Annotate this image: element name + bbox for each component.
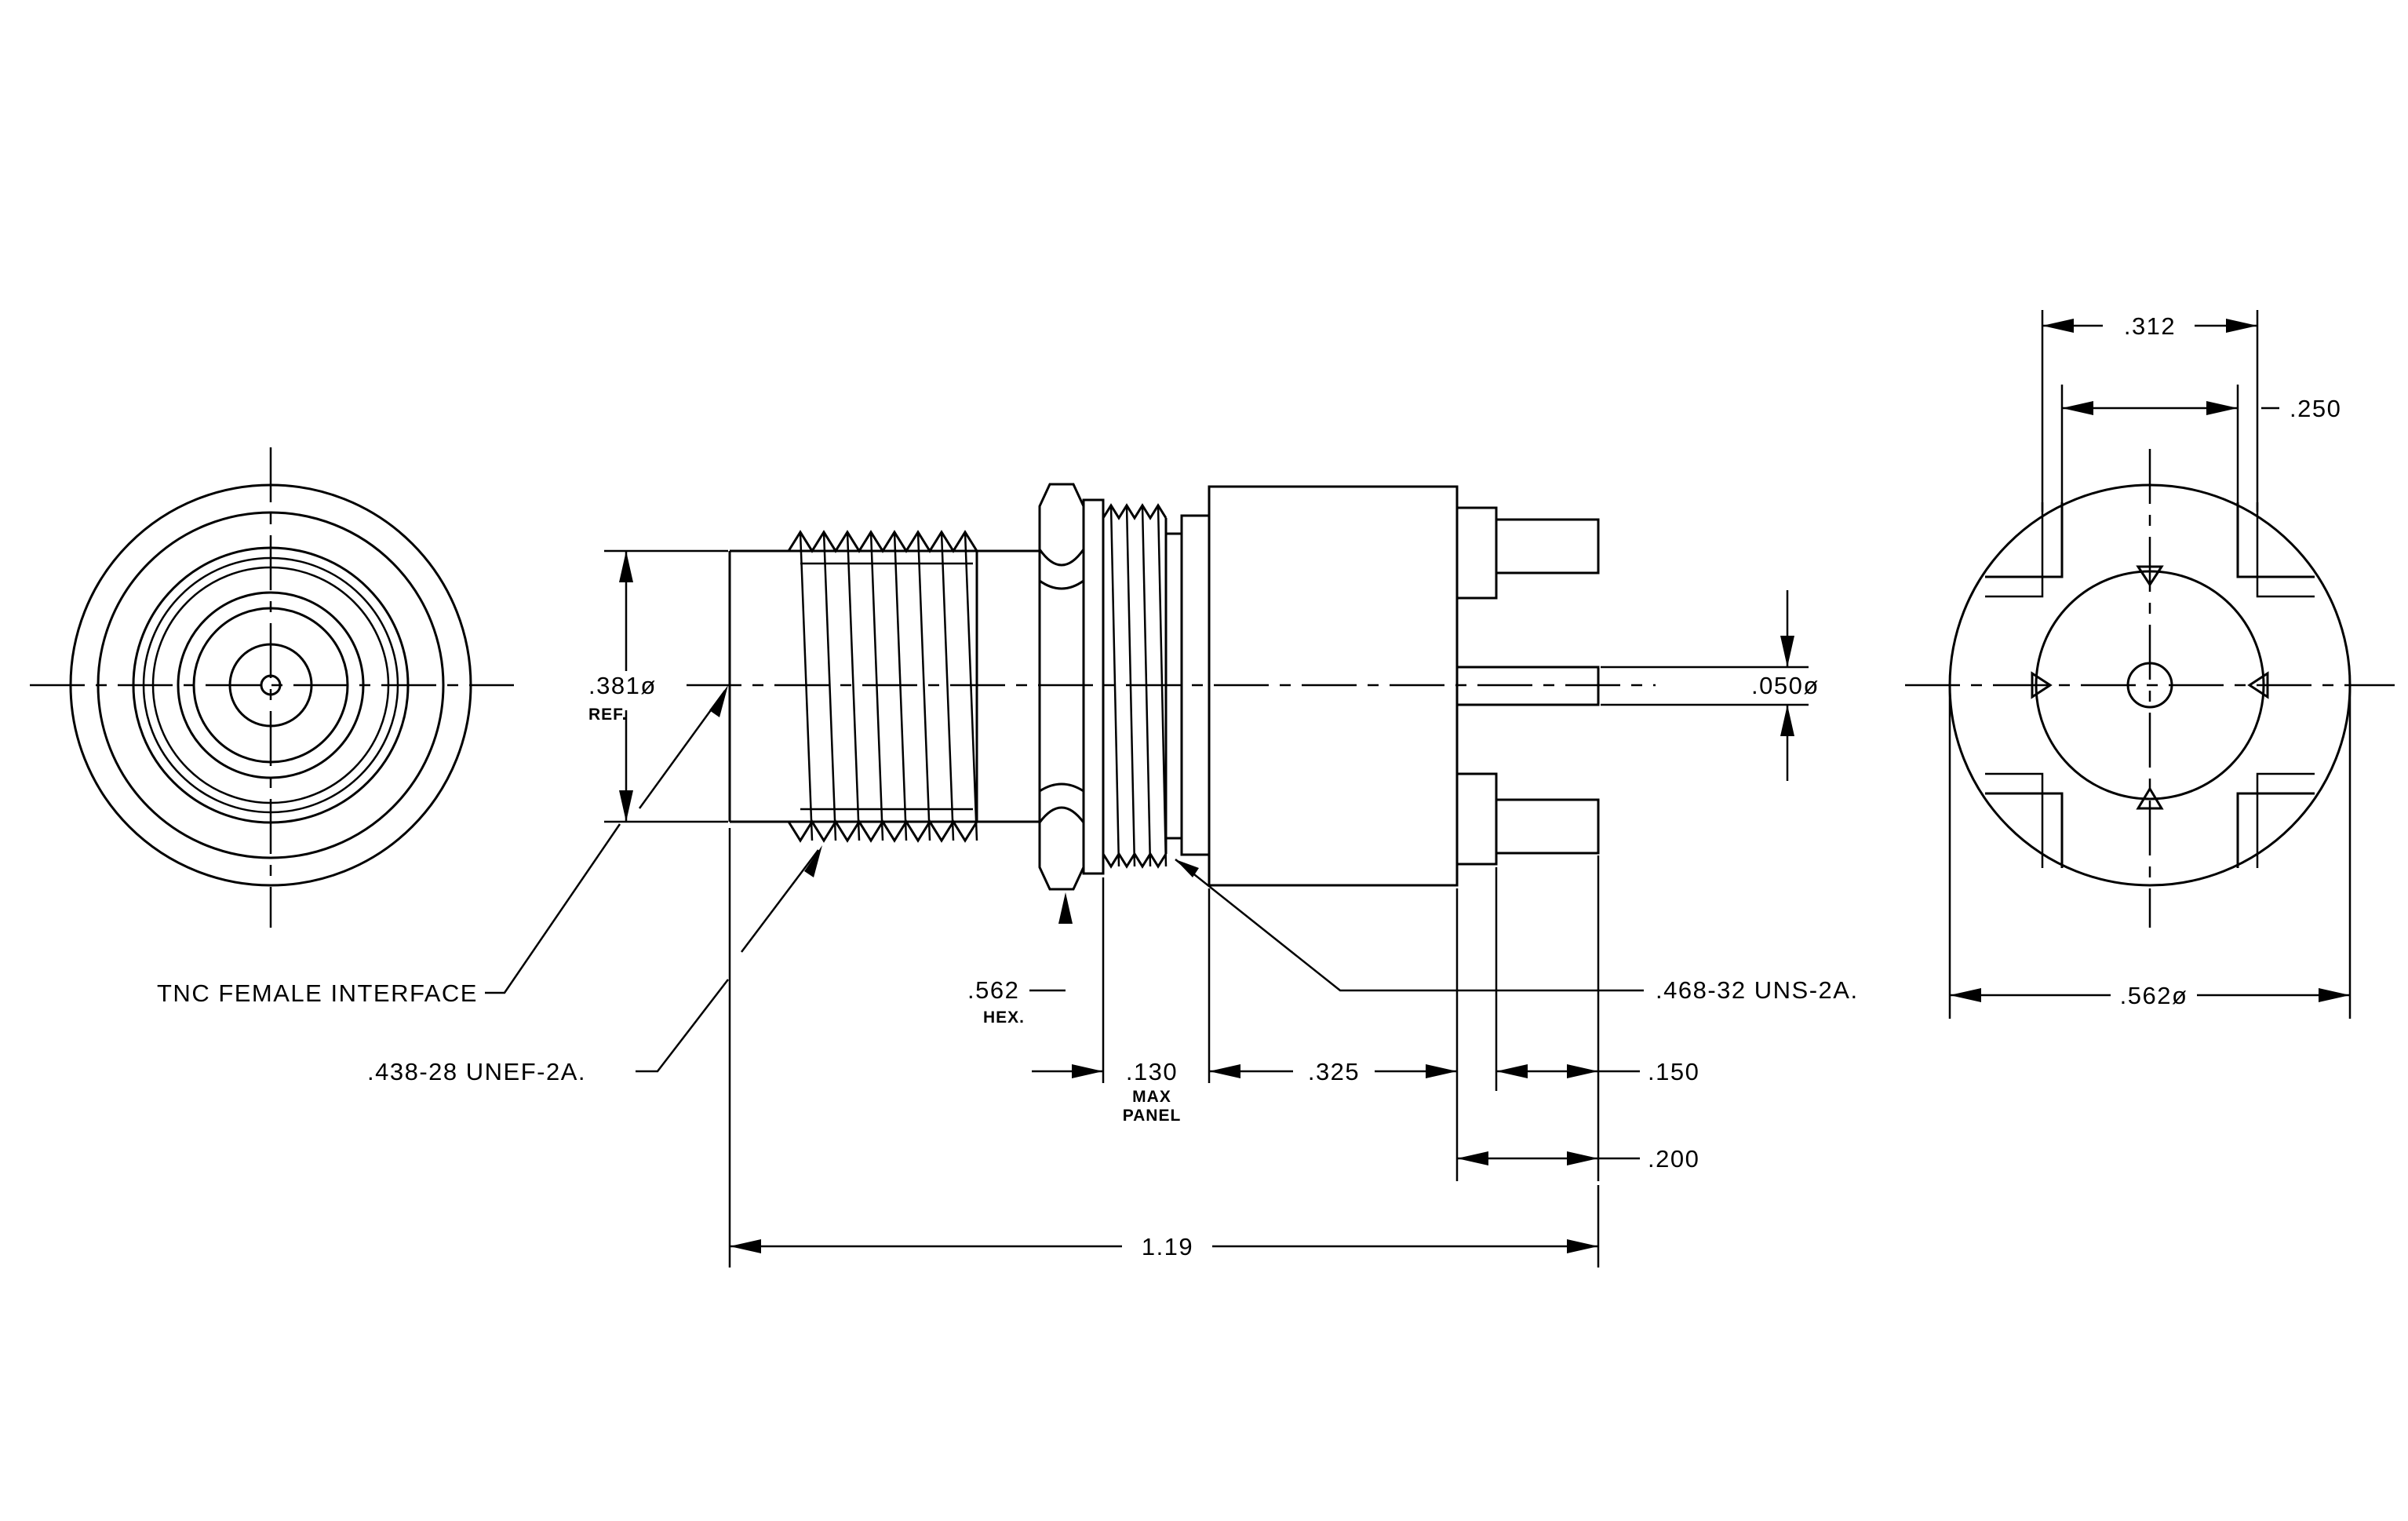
label-dim-150: .150 (1648, 1058, 1699, 1085)
label-dim-130-sub2: PANEL (1123, 1107, 1182, 1125)
label-dim-312: .312 (2124, 312, 2176, 340)
label-thread-468: .468-32 UNS-2A. (1656, 976, 1859, 1004)
label-dim-130-sub1: MAX (1132, 1088, 1171, 1106)
label-thread-438: .438-28 UNEF-2A. (367, 1058, 586, 1085)
rear-view (1905, 449, 2395, 928)
label-dim-250: .250 (2290, 395, 2341, 422)
label-dia-381-sub: REF. (588, 706, 628, 724)
rear-view-dimensions (1948, 310, 2352, 1019)
label-dia-381: .381ø (588, 672, 657, 699)
label-dim-119: 1.19 (1142, 1233, 1193, 1260)
side-view (687, 483, 1656, 891)
label-dim-200: .200 (1648, 1145, 1699, 1173)
label-tnc-interface: TNC FEMALE INTERFACE (157, 979, 478, 1007)
labels: .381ø REF. TNC FEMALE INTERFACE .438-28 … (157, 312, 2341, 1260)
side-view-dimensions (485, 549, 1809, 1268)
label-hex-562-sub: HEX. (983, 1009, 1025, 1027)
label-hex-562: .562 (967, 976, 1019, 1004)
label-dia-562: .562ø (2120, 982, 2188, 1009)
label-dim-325: .325 (1308, 1058, 1360, 1085)
front-view (30, 447, 514, 928)
label-dim-130: .130 (1126, 1058, 1178, 1085)
label-dia-050: .050ø (1751, 672, 1820, 699)
